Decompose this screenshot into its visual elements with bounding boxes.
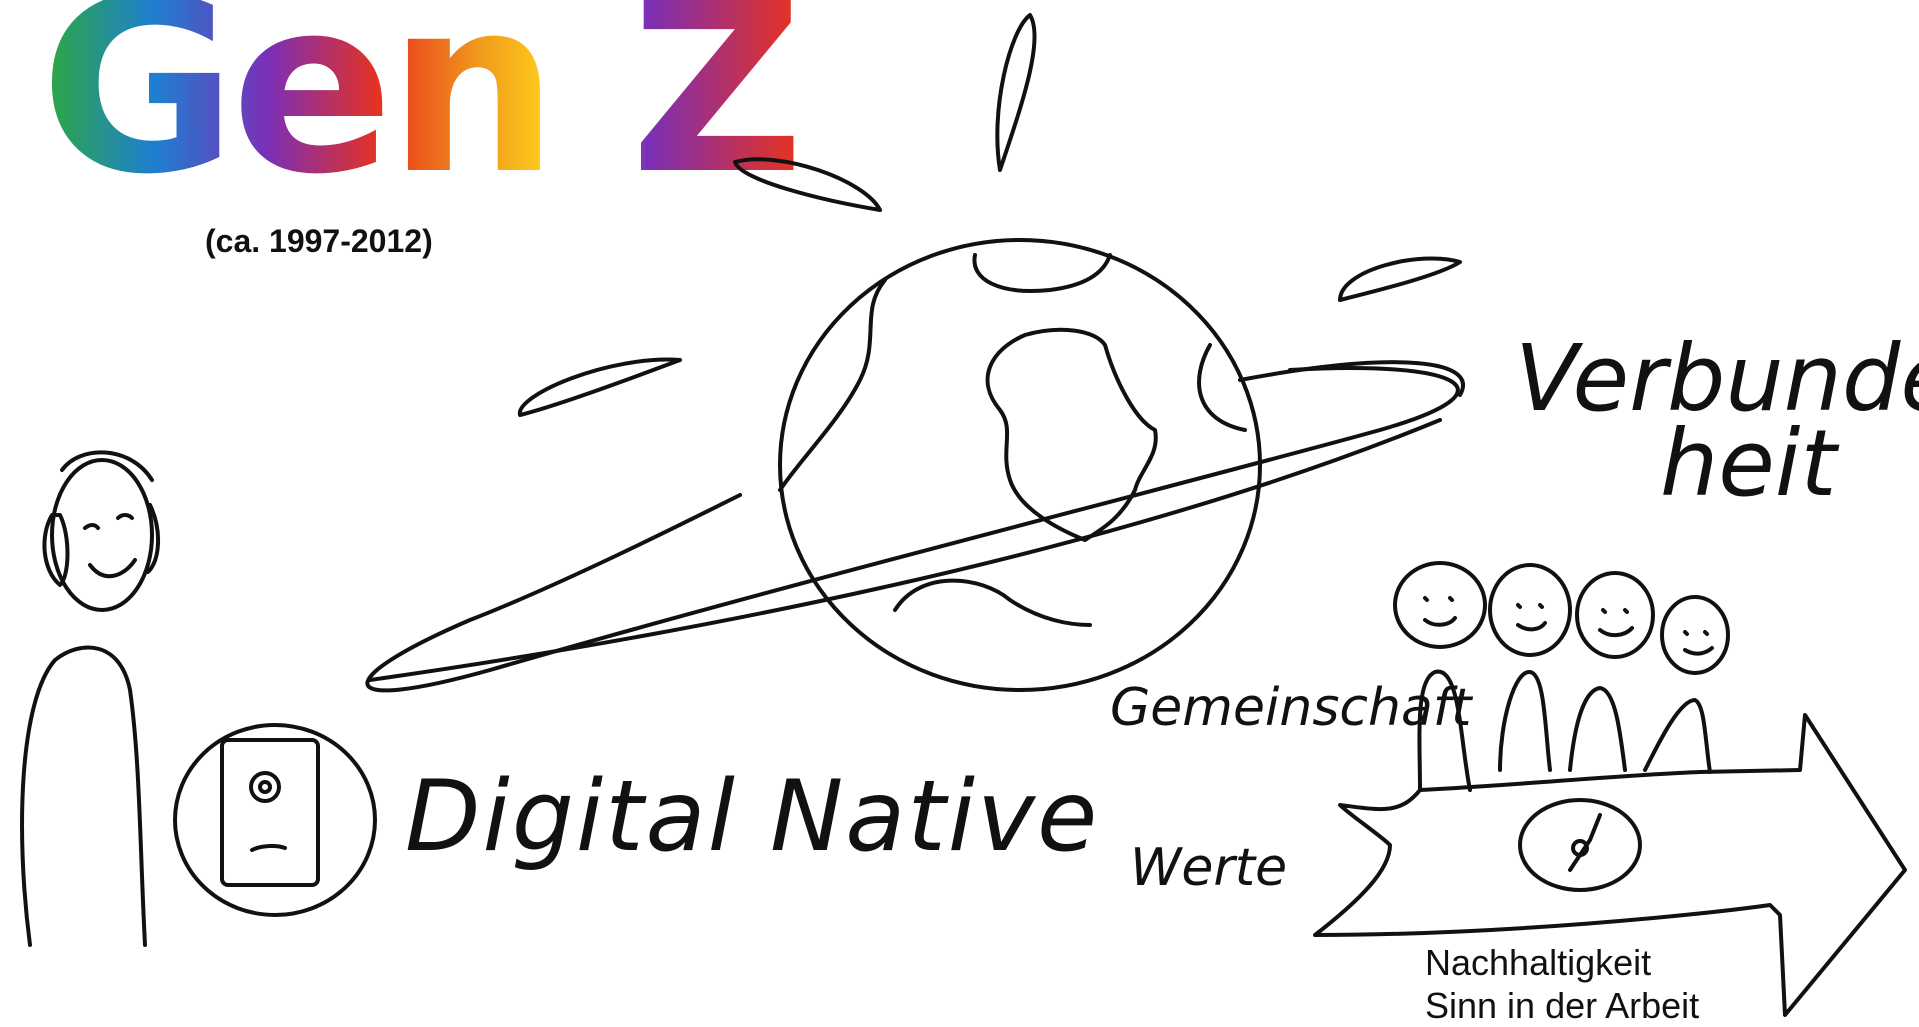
ray-strokes bbox=[517, 13, 1462, 417]
globe-icon bbox=[778, 238, 1262, 692]
label-verbundenheit-2: heit bbox=[1660, 410, 1839, 517]
orbit-ring bbox=[365, 360, 1465, 693]
label-sinn-in-der-arbeit: Sinn in der Arbeit bbox=[1425, 985, 1699, 1026]
label-digital-native: Digital Native bbox=[405, 760, 1099, 874]
label-verbundenheit-1: Verbunden- bbox=[1515, 325, 1919, 432]
group-of-people-icon bbox=[1393, 561, 1730, 792]
page-title: Gen Z bbox=[40, 0, 798, 227]
label-gemeinschaft: Gemeinschaft bbox=[1110, 678, 1473, 738]
compass-icon bbox=[1518, 798, 1642, 892]
arrow-icon bbox=[1313, 713, 1907, 1017]
label-werte: Werte bbox=[1130, 838, 1287, 898]
smartphone-icon bbox=[173, 723, 377, 917]
label-nachhaltigkeit: Nachhaltigkeit bbox=[1425, 942, 1651, 983]
years-label: (ca. 1997-2012) bbox=[205, 223, 433, 259]
person-with-headphones-icon bbox=[20, 450, 161, 947]
